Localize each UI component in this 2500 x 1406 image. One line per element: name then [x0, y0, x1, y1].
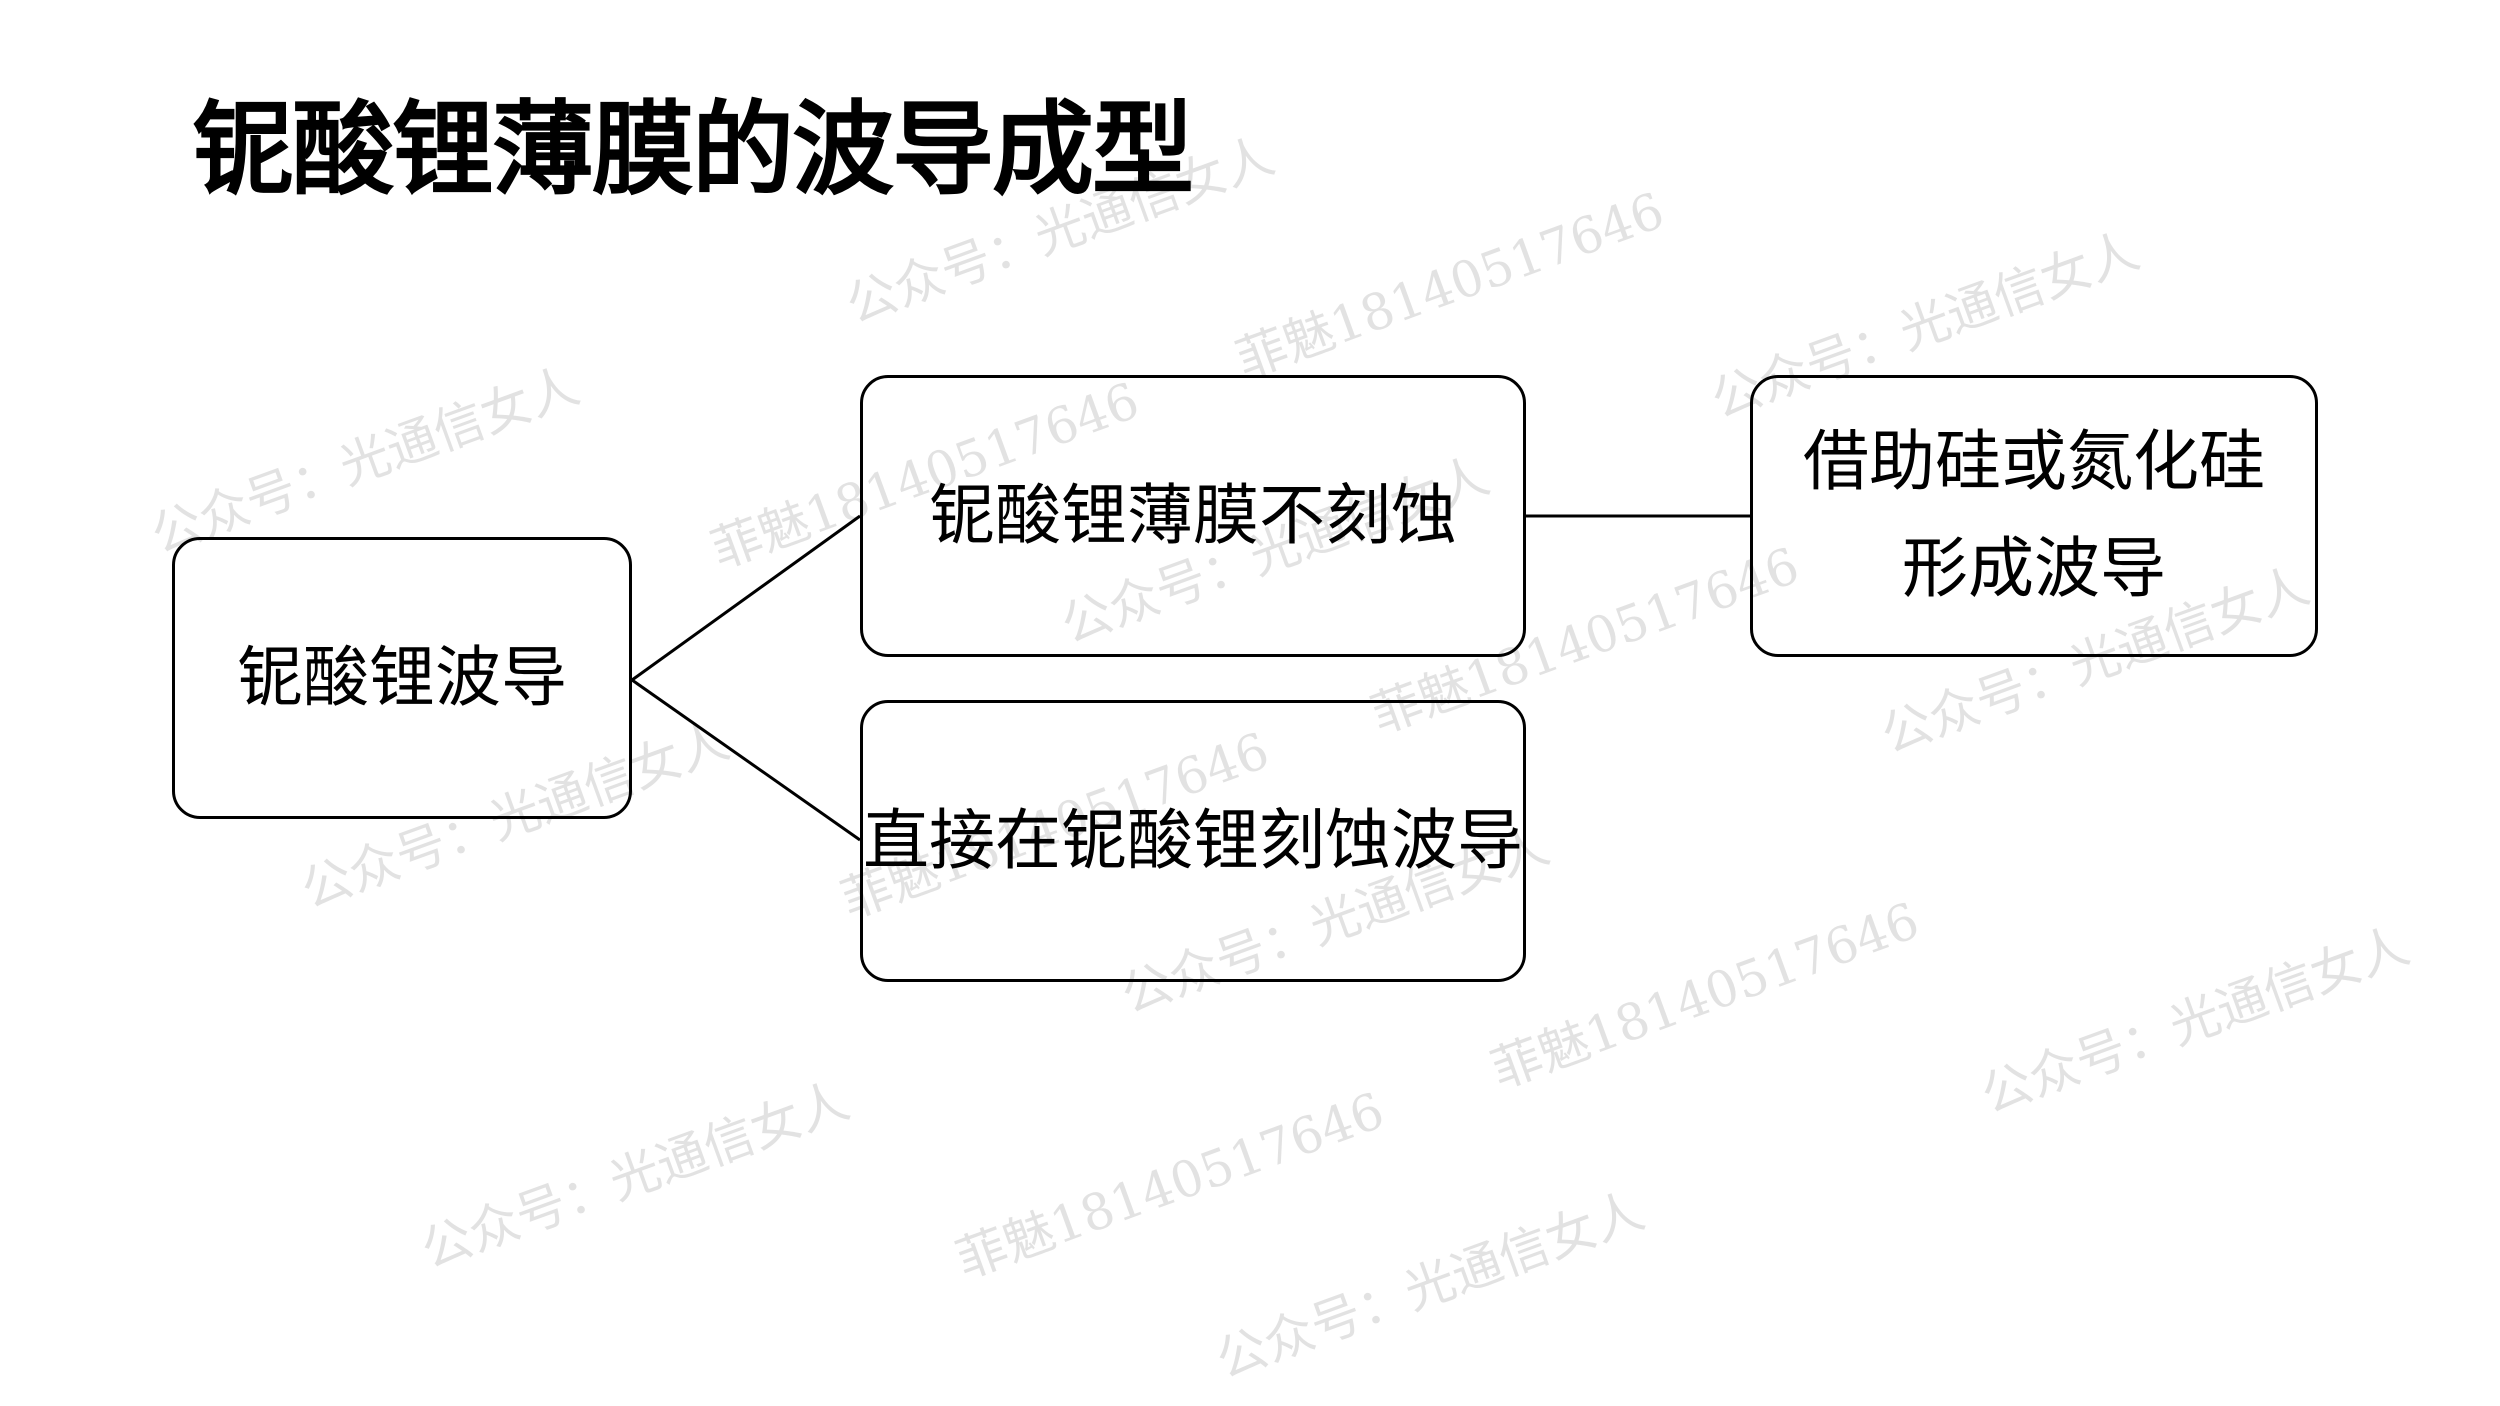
- connector-root-to-no-etch: [631, 514, 861, 682]
- node-no-etch-label: 铌酸锂薄膜不刻蚀: [929, 476, 1457, 554]
- node-assist-label-line2: 形成波导: [1902, 530, 2166, 607]
- node-assist: 借助硅或氮化硅 形成波导: [1750, 375, 2318, 657]
- node-direct-etch: 直接在铌酸锂刻蚀波导: [860, 700, 1526, 982]
- connector-root-to-direct-etch: [631, 678, 861, 842]
- node-direct-etch-label: 直接在铌酸锂刻蚀波导: [863, 801, 1523, 879]
- page-title: 铌酸锂薄膜的波导成型: [192, 91, 1194, 210]
- node-root-label: 铌酸锂波导: [237, 638, 567, 716]
- node-assist-label-line1: 借助硅或氮化硅: [1803, 423, 2265, 501]
- node-root: 铌酸锂波导: [172, 537, 632, 819]
- node-no-etch: 铌酸锂薄膜不刻蚀: [860, 375, 1526, 657]
